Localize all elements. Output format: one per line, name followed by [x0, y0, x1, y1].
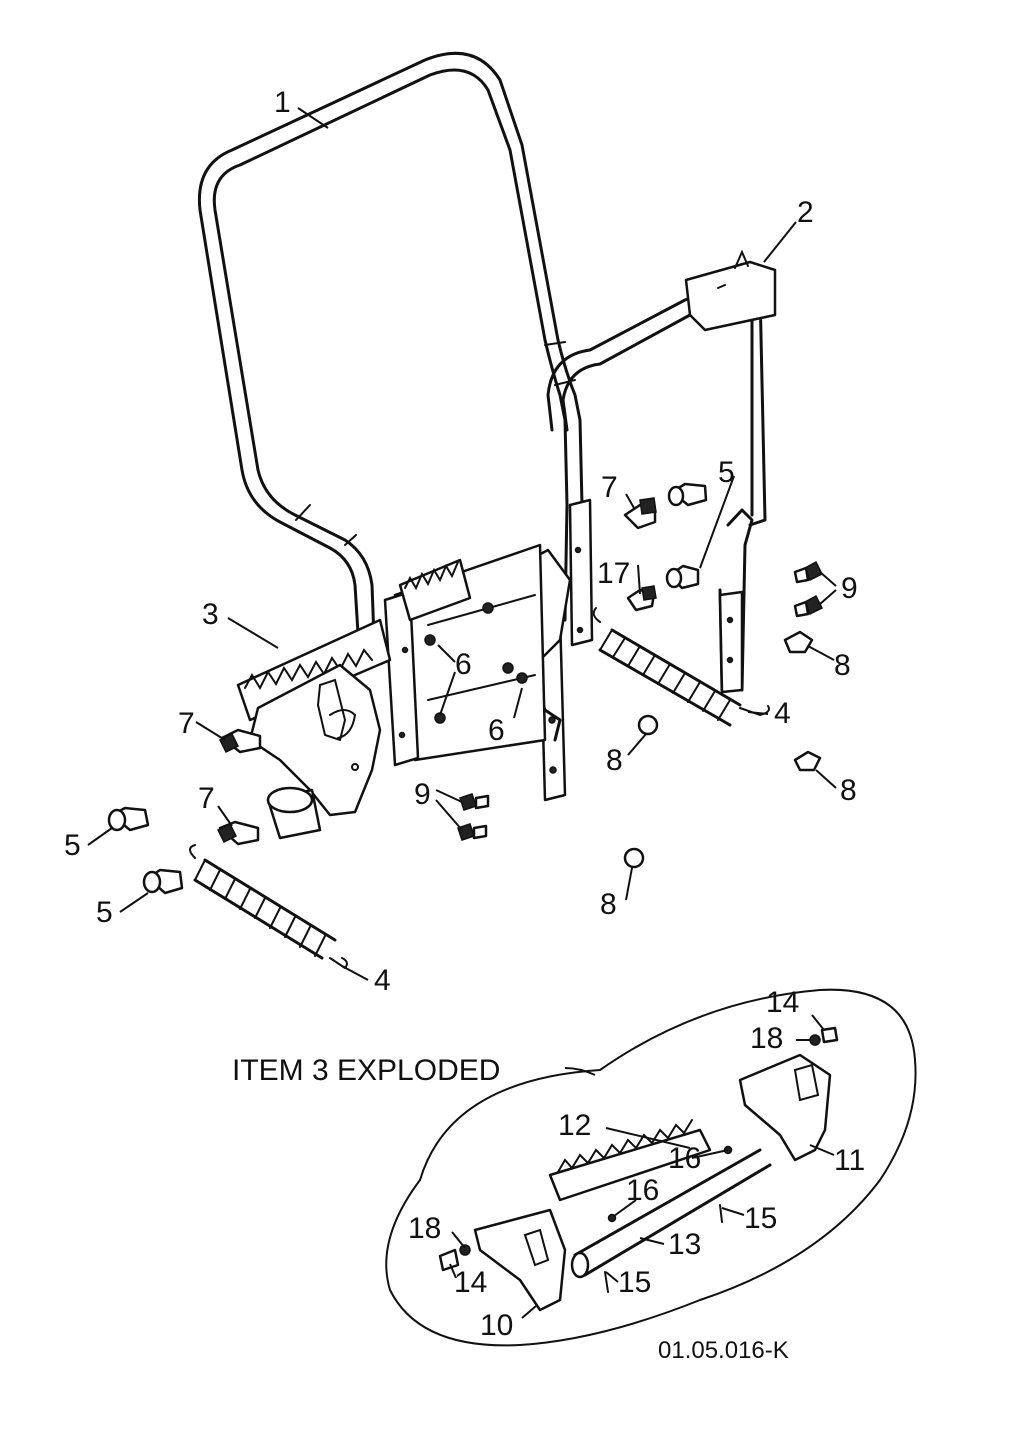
callout-11: 11	[834, 1144, 865, 1177]
exploded-plate-10	[473, 1208, 567, 1312]
exploded-view-label: ITEM 3 EXPLODED	[232, 1054, 500, 1087]
callout-15-b: 15	[618, 1266, 651, 1299]
callout-7-b: 7	[198, 782, 215, 815]
fastener-bolts-8	[623, 630, 822, 869]
exploded-plate-11	[738, 1053, 832, 1162]
fastener-bolt-17	[626, 585, 657, 612]
callout-6-b: 6	[488, 714, 505, 747]
callout-3: 3	[202, 598, 219, 631]
callout-14-top: 14	[766, 986, 799, 1019]
callout-4-right: 4	[774, 697, 791, 730]
callout-10: 10	[480, 1309, 513, 1342]
callout-1: 1	[274, 86, 291, 119]
leader-lines	[87, 107, 837, 1319]
callout-5-right: 5	[718, 456, 735, 489]
fastener-shoulder-bolt-left-1	[107, 806, 150, 832]
callout-7-c: 7	[601, 471, 618, 504]
callout-18-top: 18	[750, 1022, 783, 1055]
exploded-view-outline	[385, 988, 917, 1347]
callout-9-center: 9	[414, 778, 431, 811]
callout-15-a: 15	[744, 1202, 777, 1235]
fastener-shoulder-bolt-left-2	[142, 868, 184, 895]
callout-18-bottom: 18	[408, 1212, 441, 1245]
exploded-small-parts	[438, 1026, 839, 1293]
callout-labels: 1 2 3 4 4 5 5 5 6 6 7 7 7 8 8 8 8 9 9 17…	[64, 86, 865, 1342]
fastener-bolt-7-a	[218, 728, 262, 754]
drawing-code: 01.05.016-K	[658, 1337, 789, 1364]
callout-9-right: 9	[841, 572, 858, 605]
callout-6-a: 6	[455, 648, 472, 681]
callout-8-a: 8	[834, 649, 851, 682]
fastener-bolt-7-b	[216, 820, 260, 846]
callout-7-a: 7	[178, 707, 195, 740]
callout-13: 13	[668, 1228, 701, 1261]
fastener-bolt-7-c	[623, 497, 657, 530]
seat-frame-tube	[197, 51, 584, 667]
callout-5-left-1: 5	[64, 829, 81, 862]
callout-12: 12	[558, 1109, 591, 1142]
callout-2: 2	[797, 196, 814, 229]
callout-8-d: 8	[600, 888, 617, 921]
callout-8-b: 8	[606, 744, 623, 777]
callout-16-b: 16	[626, 1174, 659, 1207]
callout-16-a: 16	[668, 1142, 701, 1175]
exploded-rack-12	[548, 1119, 712, 1202]
fastener-nuts-9-right	[793, 560, 824, 618]
spring-left	[189, 844, 348, 970]
fastener-nuts-6	[424, 602, 528, 724]
exploded-tube-13	[570, 1148, 772, 1279]
callout-5-left-2: 5	[96, 896, 113, 929]
fastener-shoulder-bolt-right-1	[667, 482, 708, 507]
fastener-shoulder-bolt-right-2	[665, 564, 700, 590]
spring-right	[592, 607, 770, 727]
callout-14-bottom: 14	[454, 1266, 487, 1299]
seat-adjuster-assembly	[236, 543, 547, 840]
callout-4-left: 4	[374, 964, 391, 997]
hinge-bracket-frame	[546, 249, 777, 694]
callout-8-c: 8	[840, 774, 857, 807]
fastener-nuts-9-center	[457, 793, 490, 841]
callout-17: 17	[597, 557, 630, 590]
